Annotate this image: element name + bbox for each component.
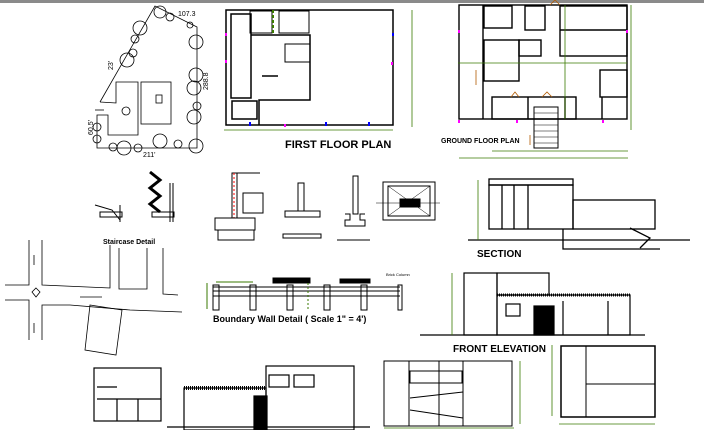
ground-floor-plan [458,0,632,159]
ground-floor-plan-title: GROUND FLOOR PLAN [441,138,520,145]
dimension-top: 107.3 [178,11,196,18]
dimension-bottom: 211' [143,152,156,159]
staircase-detail [94,170,175,222]
dimension-diagonal: 23' [108,61,115,70]
front-elevation-title: FRONT ELEVATION [453,344,546,355]
window-top-bar [0,0,704,3]
section-title: SECTION [477,249,521,260]
location-map [5,240,183,356]
toilet-block-plan [93,367,162,422]
site-plan-dimensions: 107.3 288.8 23' 211' 60.5' [88,11,210,159]
first-floor-plan [224,9,413,131]
side-elevation [383,360,521,429]
boundary-wall-title: Boundary Wall Detail ( Scale 1" = 4') [213,314,366,324]
boundary-wall-detail [206,277,403,311]
site-plan [92,5,204,156]
section-drawing [468,178,690,250]
footing-details [214,172,440,241]
tree-icon [92,5,204,156]
front-elevation [420,272,645,336]
rear-elevation [167,365,370,430]
roof-plan [551,345,656,425]
first-floor-plan-title: FIRST FLOOR PLAN [285,139,391,151]
brick-column-label: Brick Column [386,272,410,277]
dimension-left: 60.5' [88,120,95,135]
dimension-right: 288.8 [203,72,210,90]
staircase-detail-title: Staircase Detail [103,239,155,246]
